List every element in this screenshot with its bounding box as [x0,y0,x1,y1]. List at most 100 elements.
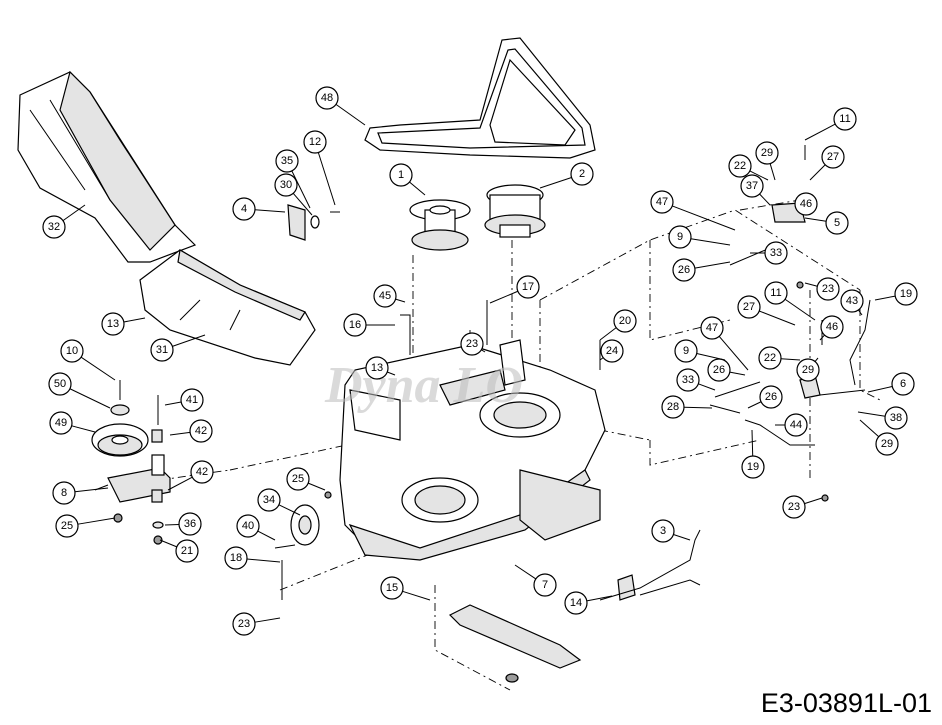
callout-leader [254,617,281,623]
callout-leader [539,177,572,189]
callout-number: 29 [761,147,773,159]
callout-circle [224,546,248,570]
callout-circle [740,174,764,198]
callout-leader [278,504,301,516]
callout-leader [257,530,276,541]
callout-circle [373,284,397,308]
callout-circle [274,173,298,197]
callout-circle [784,413,808,437]
callout-leader [759,310,796,326]
callout-circle [668,225,692,249]
callout-circle [55,514,79,538]
callout-leader [69,388,111,409]
callout-number: 44 [790,419,802,431]
callout-circle [275,149,299,173]
callout-leader [514,564,537,580]
callout-number: 19 [747,461,759,473]
callout-leader [751,429,754,457]
callout-leader [747,401,762,409]
callout-leader [481,349,486,353]
callout-number: 33 [770,247,782,259]
callout-circle [891,372,915,396]
callout-circle [661,395,685,419]
callout-circle [825,211,849,235]
callout-number: 9 [683,345,689,357]
callout-circle [42,215,66,239]
callout-leader [749,170,769,181]
callout-circle [821,145,845,169]
callout-leader [62,204,86,222]
callout-circle [257,488,281,512]
callout-circle [232,197,256,221]
callout-circle [755,141,779,165]
callout-number: 11 [770,287,781,299]
callout-leader [307,482,326,491]
callout-circle [315,86,339,110]
callout-number: 13 [371,362,383,374]
callout-number: 27 [827,151,839,163]
springs [714,247,771,398]
callout-circle [516,275,540,299]
callout-leader [729,371,746,376]
callout-leader [409,181,426,196]
callout-number: 2 [579,168,585,180]
callout-number: 46 [826,321,838,333]
callout-number: 49 [55,417,67,429]
callout-leader [809,164,826,181]
callout-number: 24 [606,345,618,357]
callout-circle [189,419,213,443]
callout-circle [175,539,199,563]
callout-number: 11 [839,113,850,125]
callout-circle [764,281,788,305]
callout-leader [74,487,109,493]
callout-circle [650,190,674,214]
callout-number: 32 [48,221,60,233]
callout-leader [690,238,731,246]
callout-circle [60,339,84,363]
callout-number: 36 [184,518,196,530]
callout-number: 20 [619,315,631,327]
callout-leader [387,371,396,376]
drawing-code: E3-03891L-01 [760,688,932,718]
callout-leader [759,193,771,206]
callout-number: 47 [656,196,668,208]
callout-circle [48,372,72,396]
callout-circle [150,338,174,362]
callout-leader [804,497,823,505]
callout-leader [672,205,736,231]
callout-circle [533,573,557,597]
callout-leader [599,327,617,341]
callout-number: 45 [379,290,391,302]
callout-leader [819,334,825,341]
callout-number: 38 [890,412,902,424]
callout-number: 37 [746,180,758,192]
drive-belt [364,37,596,159]
callout-circle [782,495,806,519]
callout-leader [698,383,716,391]
callout-number: 15 [386,582,398,594]
callout-circle [741,455,765,479]
callout-number: 50 [54,378,66,390]
callout-number: 31 [156,344,168,356]
callout-leader [246,558,281,563]
callout-leader [292,192,313,216]
callout-number: 47 [706,322,718,334]
washer [110,404,130,416]
svg-text:Dyna LO: Dyna LO [324,357,523,414]
callout-number: 34 [263,494,275,506]
callout-circle [180,388,204,412]
callout-number: 13 [107,318,119,330]
callout-number: 25 [61,520,73,532]
callout-leader [159,539,178,548]
callout-circle [651,519,675,543]
callout-number: 28 [667,401,679,413]
callout-circle [600,339,624,363]
callout-circle [49,411,73,435]
callout-number: 40 [242,520,254,532]
mower-blade [448,604,582,669]
callout-circle [460,332,484,356]
callout-leader [123,317,146,323]
callout-leader [395,298,406,303]
callout-number: 29 [802,364,814,376]
